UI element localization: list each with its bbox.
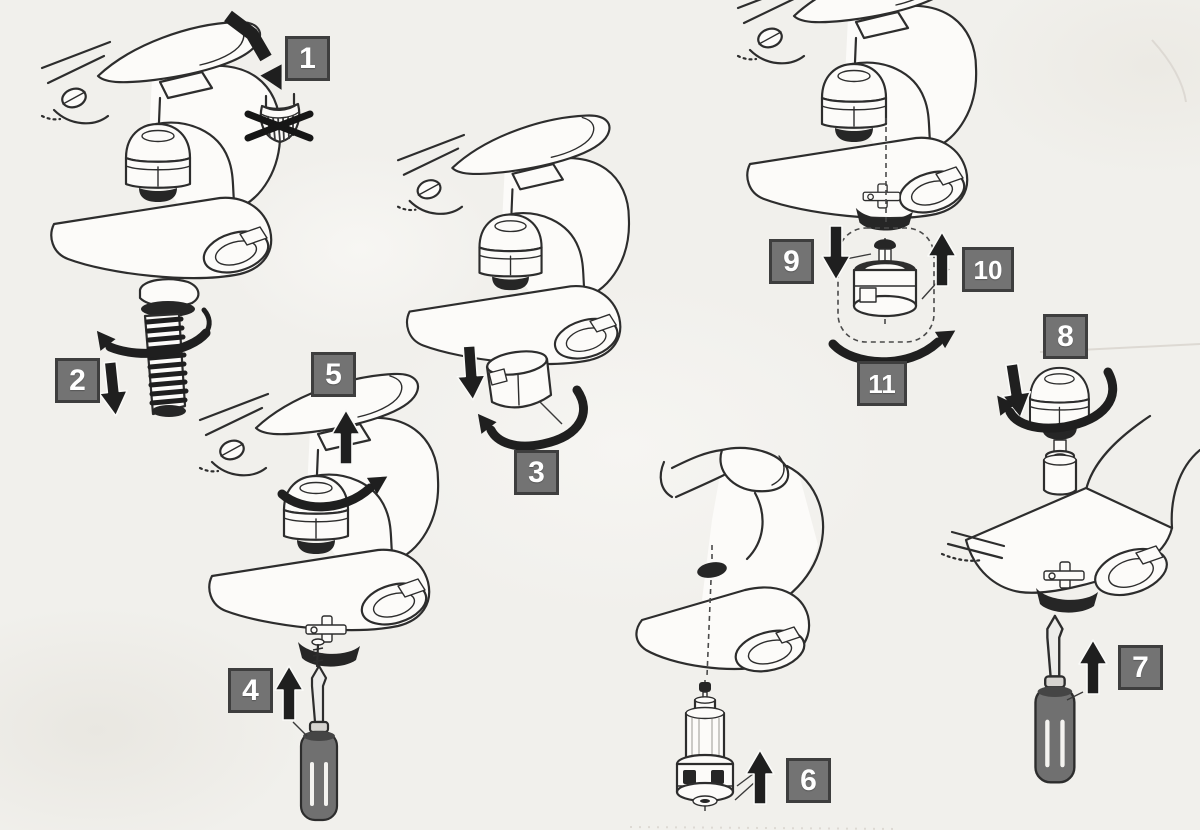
pointer-line [539,401,563,425]
step-badge-2: 2 [55,358,100,403]
screw-icon [311,638,325,668]
pointer-line [736,773,754,787]
rotate-arrow-icon-step3 [470,385,588,451]
handle-knob-icon-step8 [1028,366,1090,496]
bent-down-arrow-icon [224,10,293,96]
rotate-arrow-icon-step11 [828,322,961,367]
up-arrow-icon-step7 [1078,639,1108,695]
step-badge-5: 5 [311,352,356,397]
pointer-line [1066,691,1084,701]
pointer-line [292,721,308,737]
valve-housing [485,350,553,409]
step-badge-10: 10 [962,247,1014,292]
up-arrow-icon-step10 [927,231,957,287]
panel-step-3 [398,116,629,451]
step-badge-3: 3 [514,450,559,495]
panel-steps-1-2 [42,10,310,419]
faucet-illustration-1 [42,22,280,317]
panel-steps-7-8 [940,361,1200,784]
step-badge-6: 6 [786,758,831,803]
step-badge-9: 9 [769,239,814,284]
rotate-arrow-icon-step5 [277,468,393,512]
up-arrow-icon-step4 [274,665,304,721]
step-badge-4: 4 [228,668,273,713]
panel-step-6 [635,446,825,814]
rotate-arrow-icon-step8 [989,367,1118,433]
cartridge-icon-step6 [675,678,735,814]
threaded-hose-icon [145,314,186,417]
pointer-line [734,781,756,801]
step-badge-8: 8 [1043,314,1088,359]
step-badge-7: 7 [1118,645,1163,690]
down-arrow-icon-step9 [821,225,851,281]
faucet-illustration-5 [738,0,976,232]
rotate-arrow-icon-step2 [89,307,212,358]
cartridge-icon-step9 [852,236,918,330]
faucet-illustration-3 [200,374,438,668]
panel-steps-4-5 [200,374,438,822]
step-badge-11: 11 [857,361,907,406]
up-arrow-icon-step6 [745,749,775,805]
step-badge-1: 1 [285,36,330,81]
faucet-illustration-4 [635,446,825,677]
faucet-illustration-2 [398,116,629,366]
panel-steps-9-10-11 [738,0,976,367]
down-arrow-icon-step2 [95,359,131,419]
screwdriver-icon-step4 [299,664,339,822]
faucet-illustration-6 [940,414,1200,614]
